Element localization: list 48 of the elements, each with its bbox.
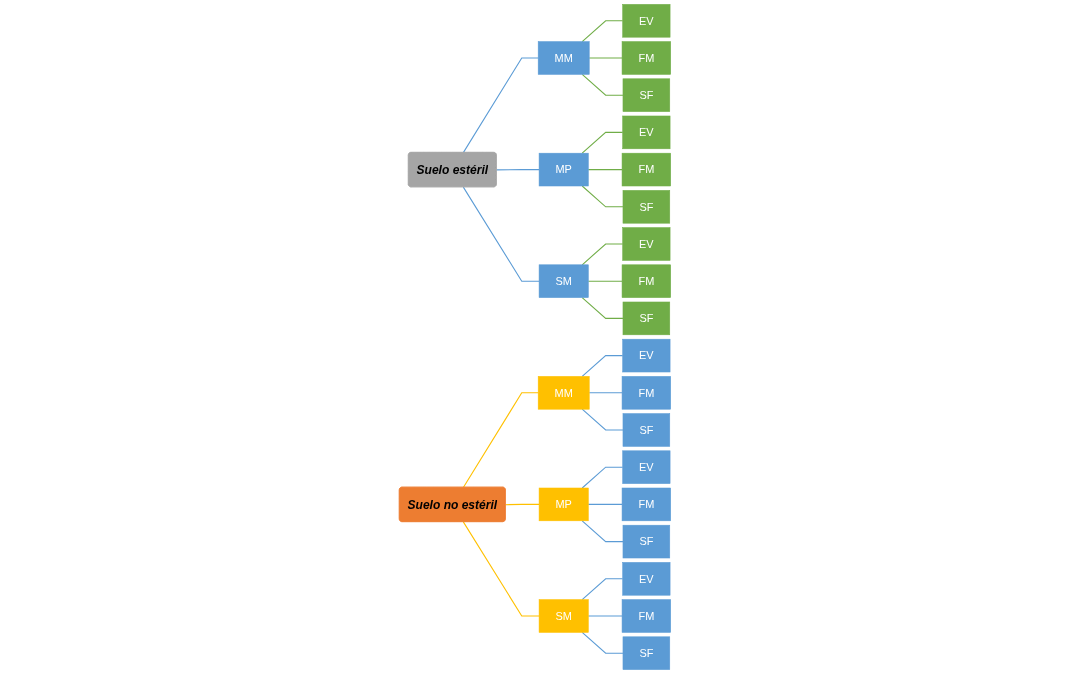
connector — [588, 392, 623, 394]
node-box: MP — [538, 487, 589, 522]
connector — [581, 73, 624, 96]
node-box: FM — [621, 487, 671, 522]
node-box: EV — [622, 227, 671, 261]
connector — [496, 169, 540, 171]
connector — [462, 521, 540, 617]
connector — [505, 503, 540, 506]
connector — [587, 503, 623, 505]
node-box: EV — [622, 4, 671, 38]
connector — [581, 631, 624, 654]
connector — [462, 57, 539, 154]
node-box: EV — [622, 562, 671, 596]
node-box: SF — [622, 78, 671, 112]
connector — [581, 520, 624, 543]
node-box: SM — [538, 599, 589, 633]
node-box: SM — [538, 264, 589, 298]
node-box: MM — [537, 376, 590, 410]
connector — [581, 355, 624, 377]
node-box: MP — [538, 152, 589, 187]
node-box: MM — [537, 41, 590, 75]
node-box: SF — [622, 190, 671, 224]
connector — [581, 578, 624, 601]
node-box: FM — [621, 152, 671, 187]
connector — [587, 169, 623, 171]
connector — [581, 20, 624, 43]
node-box: SF — [622, 413, 671, 447]
connector — [581, 243, 624, 266]
node-box: FM — [621, 376, 671, 410]
connector — [581, 466, 624, 489]
connector — [462, 186, 540, 282]
connector — [588, 57, 623, 59]
connector — [587, 615, 623, 617]
node-box: FM — [621, 264, 671, 298]
connector — [587, 280, 623, 282]
node-box: FM — [621, 599, 671, 633]
node-box: EV — [622, 338, 671, 373]
connector — [581, 297, 624, 319]
connector — [581, 408, 624, 431]
node-box: SF — [622, 636, 671, 670]
connector — [581, 185, 624, 208]
node-box: EV — [622, 115, 671, 150]
connector — [462, 392, 539, 488]
node-box: SF — [622, 524, 671, 559]
node-box: EV — [622, 450, 671, 484]
node-box: FM — [621, 41, 671, 75]
node-box: SF — [622, 301, 671, 336]
connector — [581, 131, 624, 154]
